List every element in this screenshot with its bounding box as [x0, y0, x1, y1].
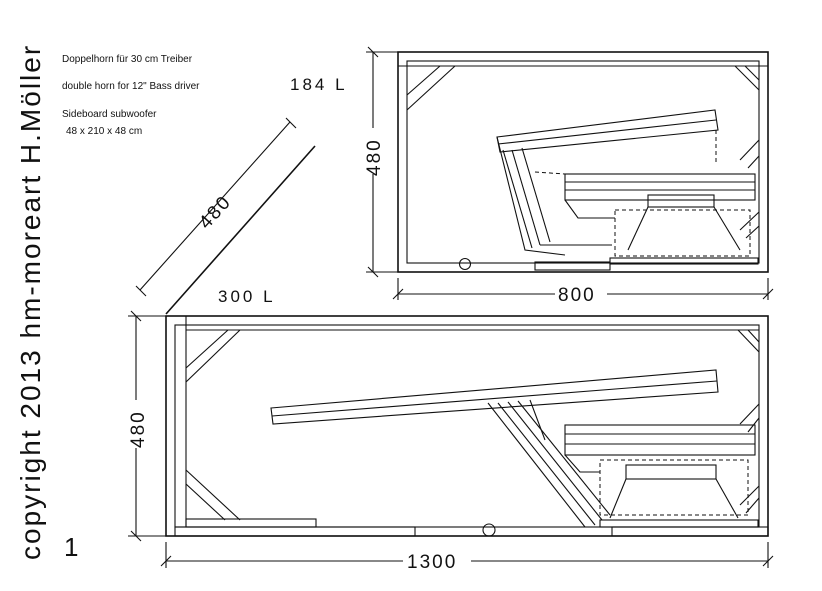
bottom-view: 300 L: [125, 287, 774, 573]
side-panel-dim-label: 480: [195, 191, 236, 233]
top-view: 184 L: [290, 46, 774, 306]
note-line-2: double horn for 12" Bass driver: [62, 81, 200, 92]
bottom-volume-label: 300 L: [218, 287, 276, 306]
notes-block: Doppelhorn für 30 cm Treiber double horn…: [62, 54, 200, 137]
port-circle: [458, 257, 472, 271]
note-line-1: Doppelhorn für 30 cm Treiber: [62, 54, 193, 65]
page-number: 1: [64, 532, 78, 562]
note-line-4: 48 x 210 x 48 cm: [66, 126, 142, 137]
top-volume-label: 184 L: [290, 75, 348, 94]
top-width-label: 800: [558, 285, 596, 306]
bottom-width-label: 1300: [407, 552, 457, 573]
copyright-text: copyright 2013 hm-moreart H.Möller: [15, 44, 46, 560]
port-circle-bottom: [482, 523, 496, 537]
side-panel-dim-line: [139, 121, 291, 291]
note-line-3: Sideboard subwoofer: [62, 109, 157, 120]
side-panel: 480: [135, 117, 316, 315]
bottom-height-label: 480: [128, 410, 149, 448]
top-height-label: 480: [364, 138, 385, 176]
